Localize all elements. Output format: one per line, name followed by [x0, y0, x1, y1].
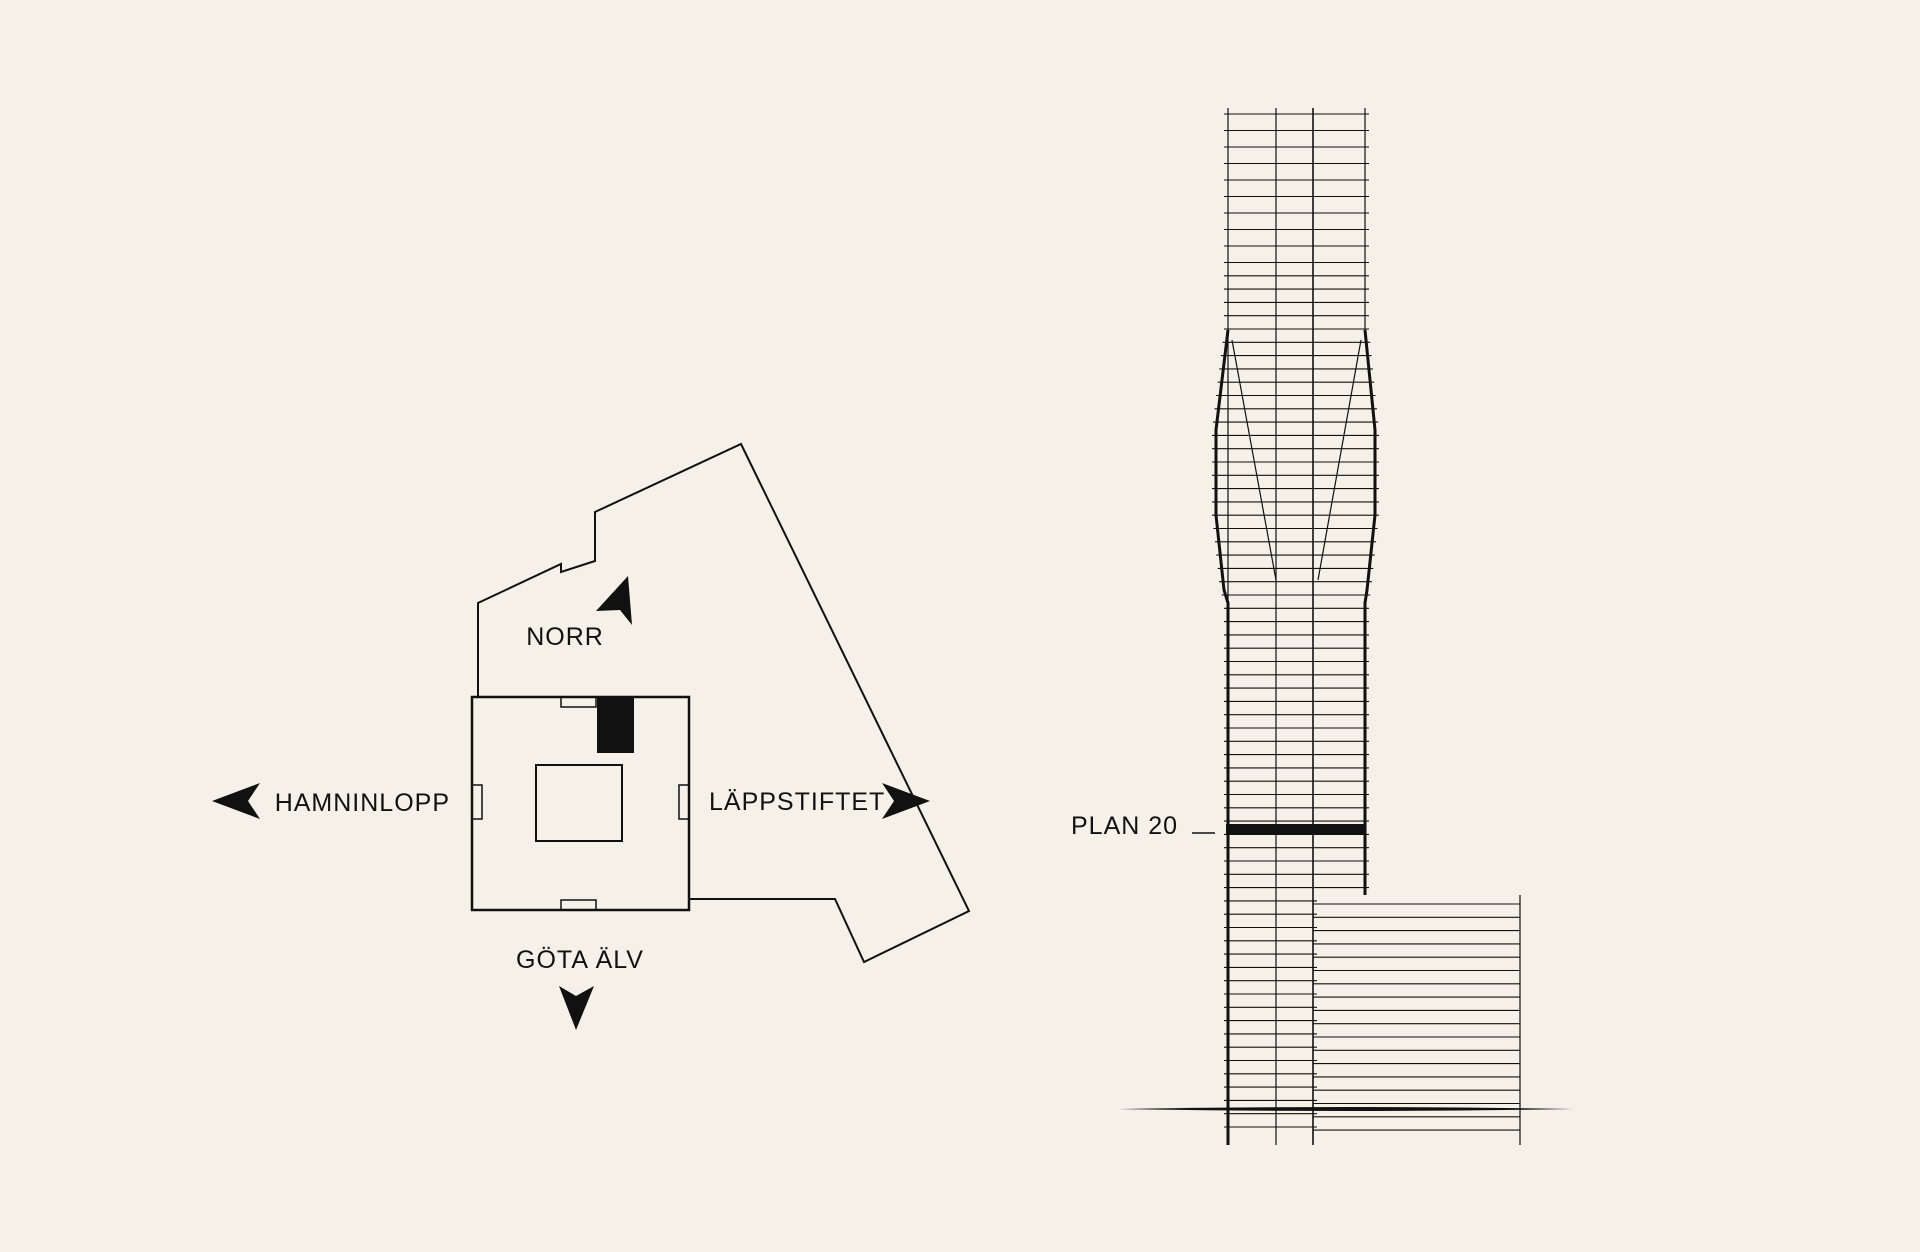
diagonal-brace-left	[1231, 339, 1277, 581]
entrance-north	[560, 696, 597, 708]
label-norr: NORR	[526, 623, 604, 651]
east-arrow-icon	[882, 783, 930, 819]
west-arrow-icon	[212, 783, 260, 819]
north-arrow-icon	[596, 576, 632, 625]
tower-elevation	[1118, 108, 1574, 1145]
ground-line	[1118, 1107, 1574, 1111]
label-plan-20: PLAN 20	[1071, 812, 1178, 840]
entrance-south	[560, 899, 597, 911]
site-boundary	[477, 442, 971, 964]
label-lappstiftet: LÄPPSTIFTET	[709, 788, 885, 816]
floor-lines	[1212, 113, 1379, 1128]
podium-floor-lines	[1313, 903, 1520, 1131]
courtyard	[535, 764, 623, 842]
diagonal-brace-right	[1317, 339, 1362, 581]
entrance-east	[678, 784, 690, 820]
building-footprint	[470, 695, 691, 912]
tower-outline-right	[1363, 329, 1377, 895]
entrance-west	[471, 784, 483, 820]
site-plan	[470, 442, 971, 964]
label-gota-alv: GÖTA ÄLV	[516, 946, 644, 974]
south-arrow-icon	[559, 986, 594, 1030]
label-hamninlopp: HAMNINLOPP	[275, 789, 450, 817]
core-block	[597, 697, 634, 753]
tower-outline-left	[1214, 329, 1230, 1145]
